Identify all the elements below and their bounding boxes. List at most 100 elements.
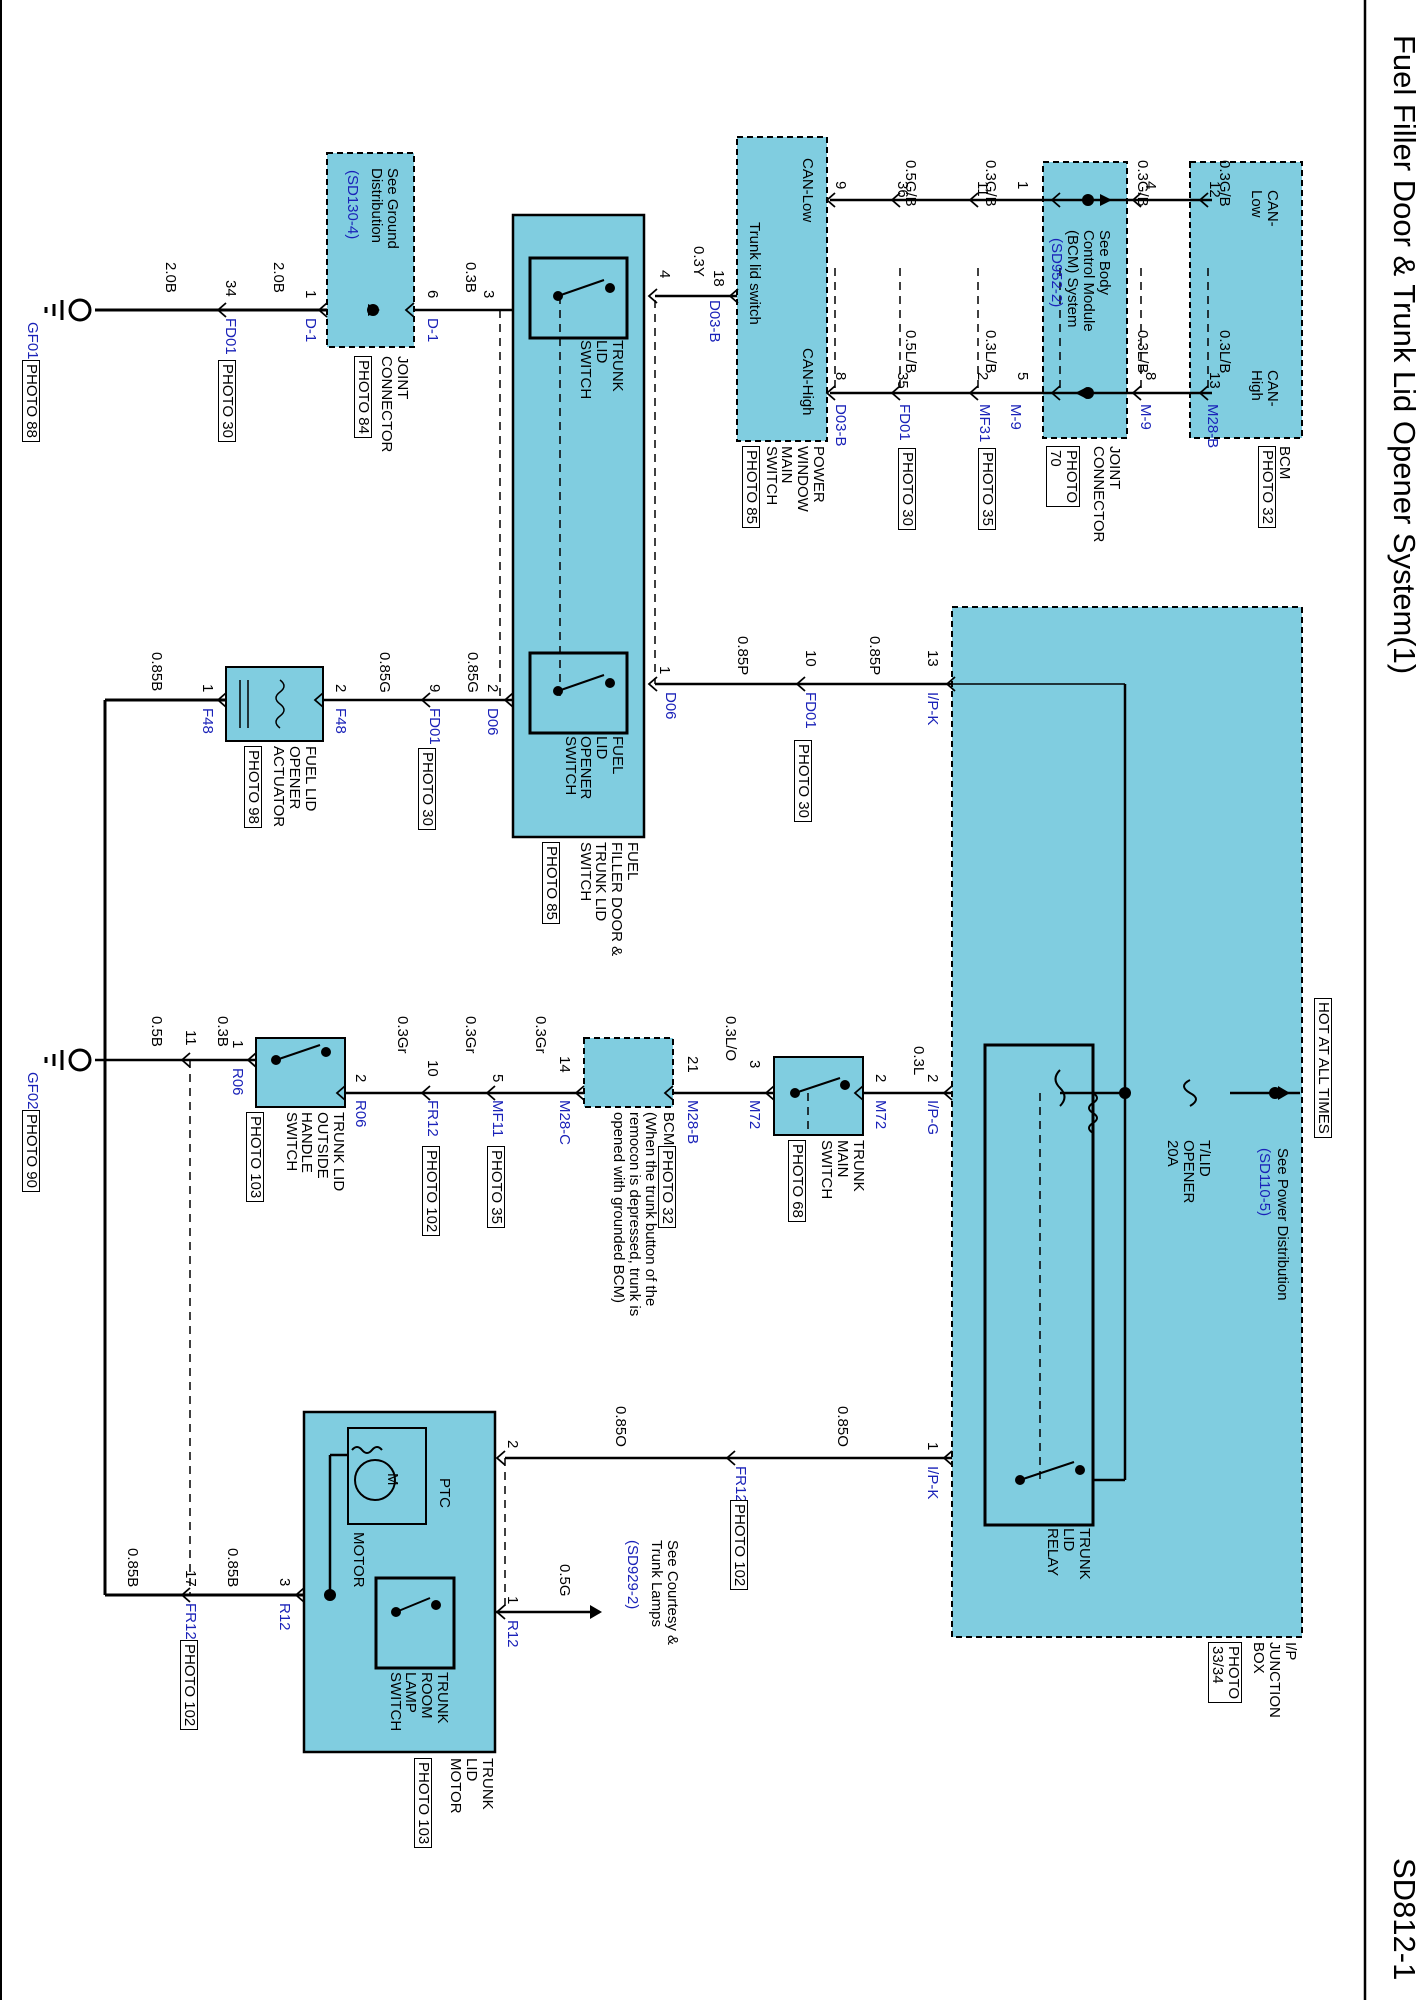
fuel-trunk-switch-photo: PHOTO 85 xyxy=(542,842,560,924)
wire-label: 0.85B xyxy=(224,1548,241,1588)
pin-number: 2 xyxy=(484,684,501,693)
conn-ipk2: I/P-K xyxy=(924,1466,941,1500)
pin-number: 14 xyxy=(556,1056,573,1073)
bcm-note: See Body Control Module (BCM) System xyxy=(1064,230,1114,332)
bcm-ref: (SD952-2) xyxy=(1048,238,1065,308)
wire-label: 0.3L/B xyxy=(1134,330,1151,374)
wire-label: 2.0B xyxy=(270,262,287,293)
hot-at-all-times-label: HOT AT ALL TIMES xyxy=(1314,998,1332,1138)
wire-label: 0.85B xyxy=(148,652,165,692)
trunk-main-switch-photo: PHOTO 68 xyxy=(788,1140,806,1222)
bcm-mid-photo: PHOTO 32 xyxy=(658,1146,676,1228)
joint-connector-84-name: JOINT CONNECTOR xyxy=(378,356,411,453)
conn-d06b: D06 xyxy=(484,708,501,736)
photo-mf11: PHOTO 35 xyxy=(487,1146,505,1228)
conn-fd01c: FD01 xyxy=(802,692,819,729)
pin-number: 5 xyxy=(489,1074,506,1083)
fuel-lid-switch-inner xyxy=(528,651,629,735)
conn-mf11: MF11 xyxy=(489,1100,506,1138)
trunk-lid-switch-label: TRUNK LID SWITCH xyxy=(577,340,627,400)
page-id: SD812-1 xyxy=(1387,1858,1422,1981)
conn-d1a: D-1 xyxy=(424,318,441,343)
conn-m28c: M28-C xyxy=(556,1100,573,1146)
pin-number: 11 xyxy=(974,181,991,197)
pin-number: 4 xyxy=(1142,181,1159,190)
pin-number: 18 xyxy=(710,270,727,287)
pin-number: 12 xyxy=(1206,181,1223,198)
bcm-top-box xyxy=(1189,161,1303,439)
ip-junction-box-name: I/P JUNCTION BOX xyxy=(1250,1642,1300,1718)
pin-number: 36 xyxy=(894,181,911,198)
pin-number: 2 xyxy=(872,1074,889,1083)
wire-label: 2.0B xyxy=(162,262,179,293)
pws-photo: PHOTO 85 xyxy=(742,446,760,528)
conn-f48b: F48 xyxy=(199,708,216,734)
joint-connector-70-name: JOINT CONNECTOR xyxy=(1090,446,1123,543)
wire-label: 0.3B xyxy=(214,1016,231,1047)
pin-number: 10 xyxy=(424,1060,441,1077)
conn-fd01d: FD01 xyxy=(426,708,443,745)
photo-fr12c: PHOTO 102 xyxy=(180,1640,198,1731)
courtesy-ref: (SD929-2) xyxy=(624,1540,641,1610)
conn-d1b: D-1 xyxy=(302,318,319,343)
wire-label: 0.85G xyxy=(464,652,481,693)
courtesy-note: See Courtesy & Trunk Lamps xyxy=(648,1540,681,1646)
ground-ref: (SD130-4) xyxy=(344,170,361,240)
conn-ipg: I/P-G xyxy=(924,1100,941,1136)
bcm-mid-note: (When the trunk button of the remocon is… xyxy=(610,1112,660,1317)
photo-fr12a: PHOTO 102 xyxy=(422,1146,440,1237)
ptc-label: PTC xyxy=(436,1478,453,1508)
wire-label: 0.3L/B xyxy=(982,330,999,374)
fuse-label: T/LID OPENER 20A xyxy=(1164,1140,1214,1204)
wire-label: 0.85P xyxy=(734,636,751,676)
conn-d03ba: D03-B xyxy=(832,404,849,447)
wire-label: 0.3Gr xyxy=(394,1016,411,1054)
page-title: Fuel Filler Door & Trunk Lid Opener Syst… xyxy=(1387,35,1422,675)
wire-label: 0.85O xyxy=(834,1406,851,1447)
trunk-lid-motor-name: TRUNK LID MOTOR xyxy=(447,1758,497,1814)
pin-number: 1 xyxy=(924,1442,941,1451)
conn-m9b: M-9 xyxy=(1007,404,1024,430)
pin-number: 1 xyxy=(1014,181,1031,190)
wire-label: 0.5B xyxy=(148,1016,165,1047)
conn-m28b: M28-B xyxy=(1204,404,1221,449)
bcm-can-high: CAN- High xyxy=(1248,370,1281,407)
pin-number: 10 xyxy=(802,650,819,667)
power-ref: (SD110-5) xyxy=(1256,1148,1273,1217)
pin-number: 2 xyxy=(974,372,991,381)
trunk-room-switch-name: TRUNK ROOM LAMP SWITCH xyxy=(386,1672,451,1732)
ip-junction-box-photo: PHOTO 33/34 xyxy=(1208,1642,1242,1704)
pin-number: 34 xyxy=(222,280,239,297)
motor-m-label: M xyxy=(384,1473,401,1486)
pin-number: 4 xyxy=(656,270,673,279)
conn-m72a: M72 xyxy=(872,1100,889,1130)
power-note: See Power Distribution xyxy=(1274,1148,1291,1301)
bcm-top-photo: PHOTO 32 xyxy=(1258,446,1276,528)
bcm-mid-name: BCM xyxy=(660,1112,677,1146)
trunk-outside-switch-photo: PHOTO 103 xyxy=(246,1112,264,1203)
gf02-photo: PHOTO 90 xyxy=(22,1110,40,1192)
wire-label: 0.85P xyxy=(866,636,883,676)
pin-number: 1 xyxy=(302,290,319,299)
conn-mf31: MF31 xyxy=(976,404,993,443)
conn-m9a: M-9 xyxy=(1137,404,1154,430)
pin-number: 21 xyxy=(684,1056,701,1073)
fuel-lid-actuator-box xyxy=(225,666,324,742)
conn-r12a: R12 xyxy=(504,1620,521,1648)
gf01-photo: PHOTO 88 xyxy=(22,360,40,442)
pin-number: 1 xyxy=(504,1596,521,1605)
pin-number: 2 xyxy=(332,684,349,693)
conn-m28b2: M28-B xyxy=(684,1100,701,1145)
bcm-can-low: CAN- Low xyxy=(1248,190,1281,227)
conn-ipk1: I/P-K xyxy=(924,692,941,726)
wire-label: 0.3B xyxy=(462,262,479,293)
pin-number: 35 xyxy=(894,372,911,389)
conn-fr12c: FR12 xyxy=(182,1603,199,1640)
fuel-lid-opener-switch-label: FUEL LID OPENER SWITCH xyxy=(561,736,626,800)
pin-number: 8 xyxy=(1142,372,1159,381)
pin-number: 11 xyxy=(182,1030,199,1046)
joint-connector-70-photo: PHOTO 70 xyxy=(1046,446,1080,508)
pin-number: 5 xyxy=(1014,372,1031,381)
ptc-motor-area xyxy=(347,1427,427,1525)
wire-label: 0.3L/B xyxy=(1216,330,1233,374)
